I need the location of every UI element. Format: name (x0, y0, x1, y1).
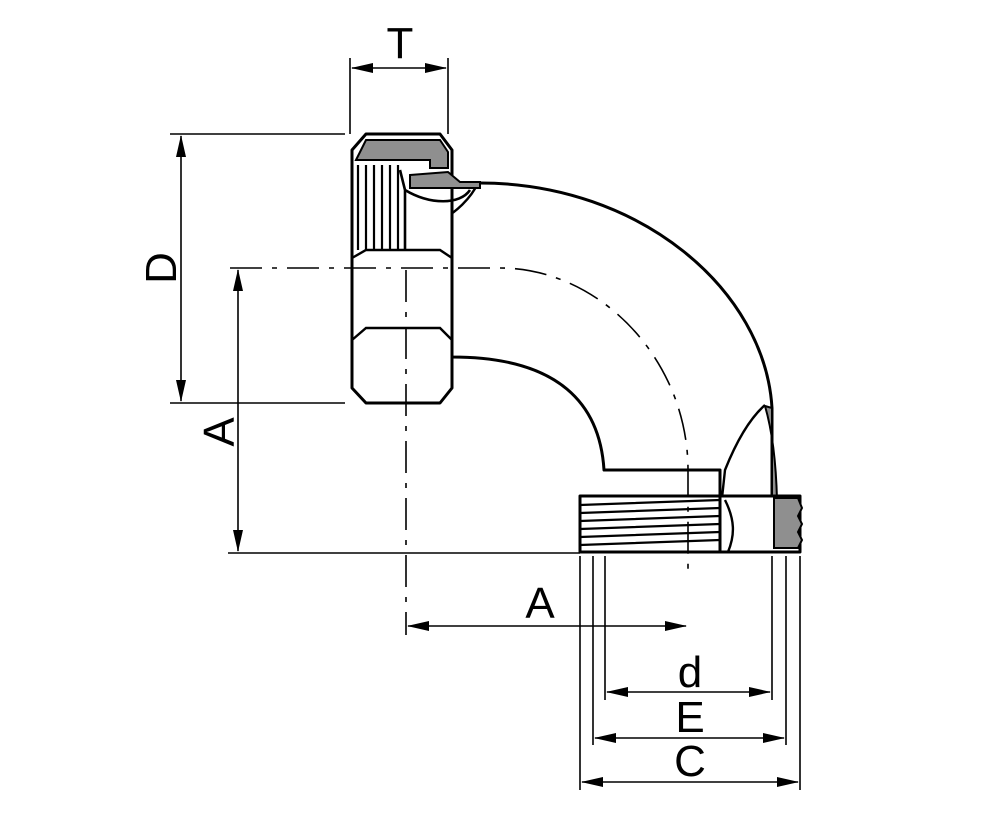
dimension-D: D (137, 135, 186, 402)
label-d: d (678, 648, 702, 697)
label-E: E (675, 693, 704, 742)
extension-lines (170, 58, 801, 790)
label-A-vertical: A (195, 417, 244, 447)
male-thread-outlet (578, 494, 804, 554)
dimension-C: C (581, 737, 799, 787)
dimension-E: E (594, 693, 785, 743)
dimension-A-vertical: A (195, 269, 244, 552)
label-D: D (137, 252, 186, 284)
label-T: T (387, 19, 414, 68)
dimension-T: T (351, 19, 447, 73)
label-C: C (674, 737, 706, 786)
label-A-horizontal: A (525, 579, 555, 628)
elbow-body (444, 181, 774, 500)
centerline-horizontal-top (230, 267, 689, 575)
dimension-d: d (606, 648, 771, 697)
dimension-A-horizontal: A (407, 579, 687, 631)
